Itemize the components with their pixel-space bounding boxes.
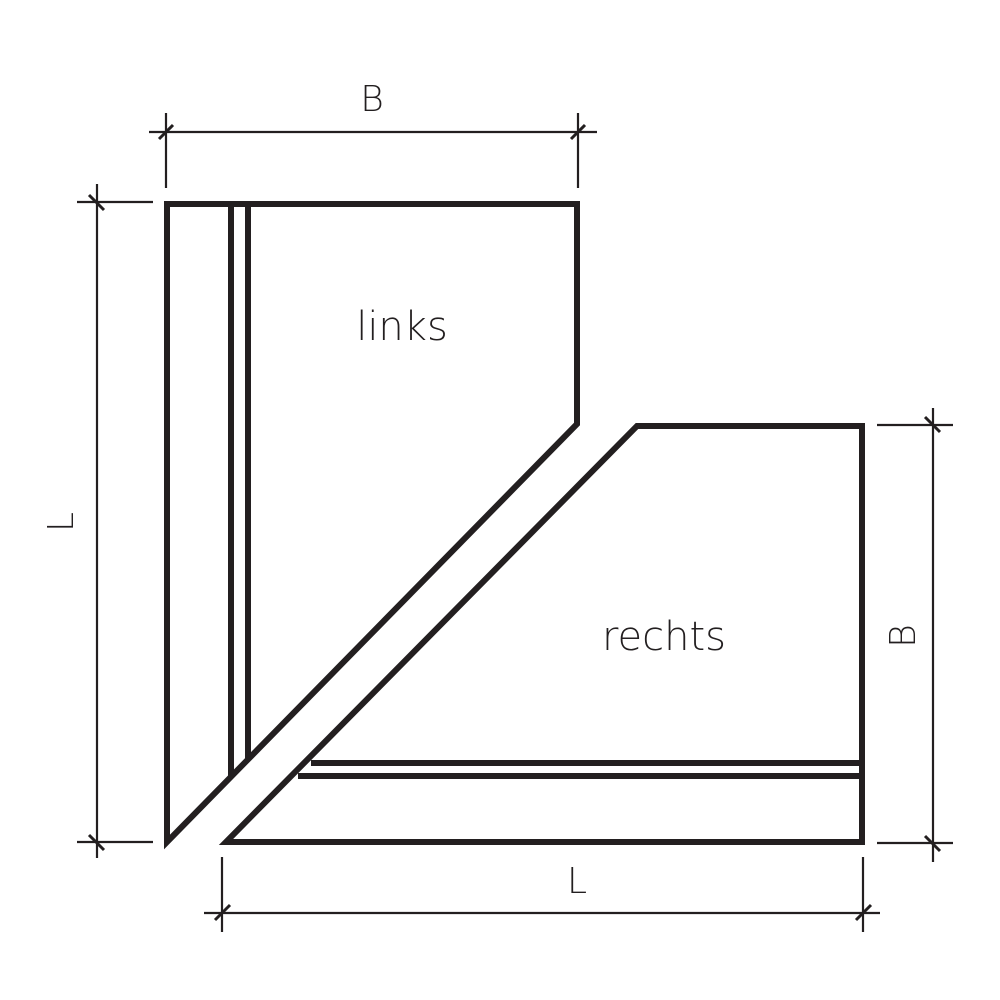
dimension-right: B xyxy=(877,408,953,862)
dimension-top-label: B xyxy=(360,79,384,120)
right-part-label: rechts xyxy=(602,614,726,660)
dimension-tick xyxy=(87,193,106,212)
left-part: links xyxy=(164,201,580,850)
dimension-tick xyxy=(923,834,942,853)
right-part-outline xyxy=(218,423,865,845)
dimension-tick xyxy=(569,123,587,141)
left-part-label: links xyxy=(356,304,448,350)
dimension-tick xyxy=(854,903,873,922)
dimension-top: B xyxy=(149,79,597,188)
dimension-bottom: L xyxy=(204,857,880,932)
dimension-bottom-label: L xyxy=(567,861,587,902)
dimension-tick xyxy=(157,123,175,141)
dimension-tick xyxy=(87,833,106,852)
dimension-right-label: B xyxy=(883,624,924,648)
dimension-left-label: L xyxy=(41,512,82,532)
right-part: rechts xyxy=(218,423,865,845)
dimension-tick xyxy=(213,903,232,922)
dimension-tick xyxy=(923,415,942,434)
left-part-outline xyxy=(164,201,580,850)
dimension-left: L xyxy=(41,184,153,858)
